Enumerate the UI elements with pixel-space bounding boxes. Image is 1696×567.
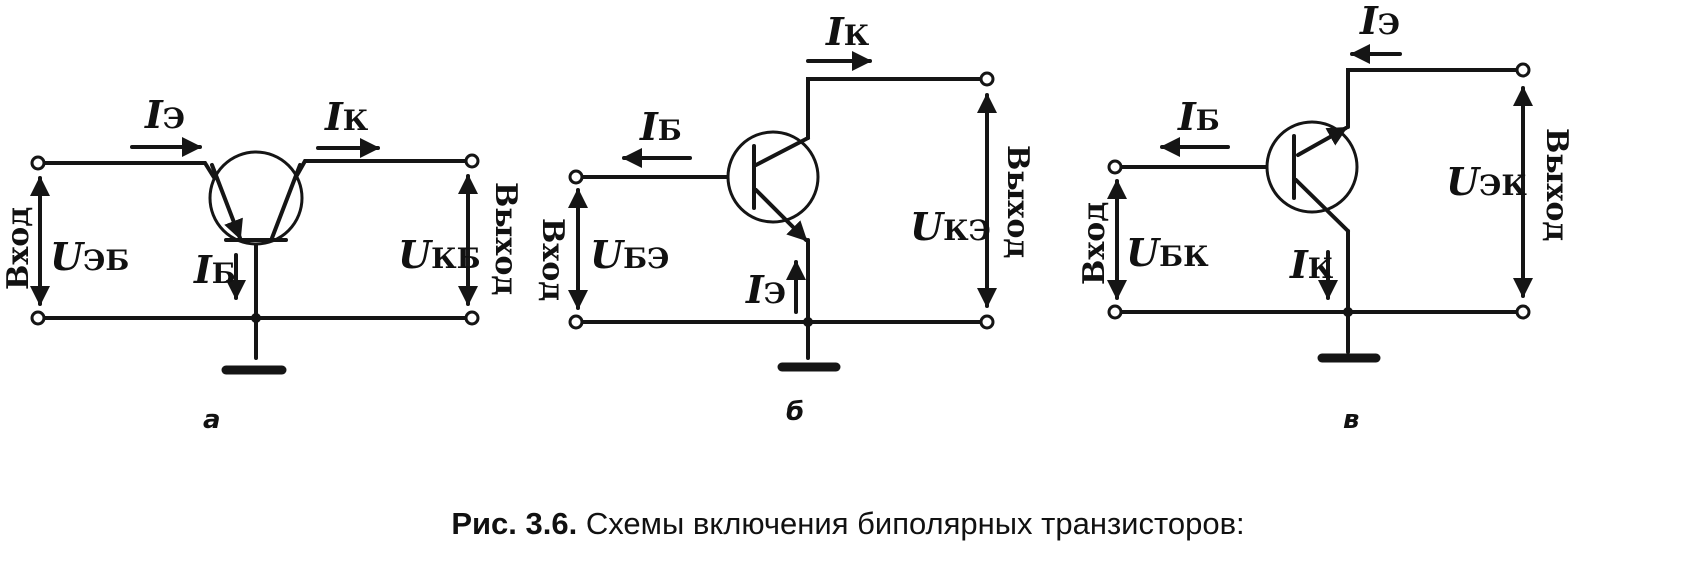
label-a-current-emitter: IЭ	[144, 92, 185, 137]
label-a-letter: а	[203, 405, 221, 435]
transistor-c	[1265, 120, 1359, 214]
junction-a	[251, 313, 261, 323]
label-b-current-base: IБ	[639, 104, 682, 149]
junction-c	[1343, 307, 1353, 317]
terminal-b-out-top	[979, 71, 995, 87]
label-a-voltage-output: UКБ	[398, 232, 481, 277]
wire-b-collector	[806, 77, 989, 140]
label-c-current-base: IБ	[1177, 94, 1220, 139]
transistor-a-collector	[270, 163, 302, 240]
label-a-output: Выход	[488, 182, 523, 295]
terminal-b-in-top	[568, 169, 584, 185]
terminal-a-out-bottom	[464, 310, 480, 326]
label-a-input: Вход	[1, 207, 36, 290]
terminal-c-in-top	[1107, 159, 1123, 175]
circuit-a-common-base: IЭ IК IБ UЭБ UКБ Вход Выход а	[1, 92, 523, 435]
circuit-c-common-collector: IЭ IБ IК UБК UЭК Вход Выход в	[1077, 0, 1574, 435]
figure-caption: Рис. 3.6. Схемы включения биполярных тра…	[0, 506, 1696, 542]
caption-text: Схемы включения биполярных транзисторов:	[585, 506, 1245, 541]
label-c-letter: в	[1343, 405, 1359, 435]
wire-c-emitter	[1346, 68, 1525, 129]
transistor-a-emitter	[210, 163, 243, 240]
label-b-voltage-output: UКЭ	[910, 204, 991, 249]
terminal-a-in-top	[30, 155, 46, 171]
label-c-output: Выход	[1539, 128, 1574, 241]
label-b-voltage-input: UБЭ	[590, 232, 669, 277]
transistor-b-collector	[754, 136, 810, 167]
caption-prefix: Рис. 3.6.	[451, 506, 578, 541]
label-a-current-base: IБ	[193, 247, 236, 292]
label-b-current-emitter: IЭ	[745, 267, 786, 312]
transistor-c-emitter	[1296, 126, 1348, 157]
label-b-current-collector: IК	[825, 9, 870, 54]
circuit-b-common-emitter: IК IБ IЭ UБЭ UКЭ Вход Выход б	[535, 9, 1035, 427]
transistor-b-emitter	[754, 188, 808, 242]
wire-a-emitter	[36, 161, 240, 218]
terminal-b-in-bottom	[568, 314, 584, 330]
label-a-voltage-input: UЭБ	[50, 234, 129, 279]
terminal-b-out-bottom	[979, 314, 995, 330]
label-b-letter: б	[786, 397, 804, 427]
junction-b	[803, 317, 813, 327]
terminal-a-in-bottom	[30, 310, 46, 326]
label-b-input: Вход	[535, 218, 570, 301]
label-c-voltage-input: UБК	[1126, 230, 1209, 275]
terminal-c-out-bottom	[1515, 304, 1531, 320]
terminal-c-in-bottom	[1107, 304, 1123, 320]
terminal-a-out-top	[464, 153, 480, 169]
label-c-current-emitter: IЭ	[1359, 0, 1400, 43]
label-c-voltage-output: UЭК	[1446, 159, 1527, 204]
label-b-output: Выход	[1000, 145, 1035, 258]
label-c-input: Вход	[1077, 202, 1112, 285]
terminal-c-out-top	[1515, 62, 1531, 78]
label-a-current-collector: IК	[324, 94, 369, 139]
wire-a-collector	[272, 159, 474, 218]
label-c-current-collector: IК	[1289, 242, 1334, 287]
transistor-b	[726, 130, 820, 224]
transistor-c-collector	[1294, 178, 1350, 233]
